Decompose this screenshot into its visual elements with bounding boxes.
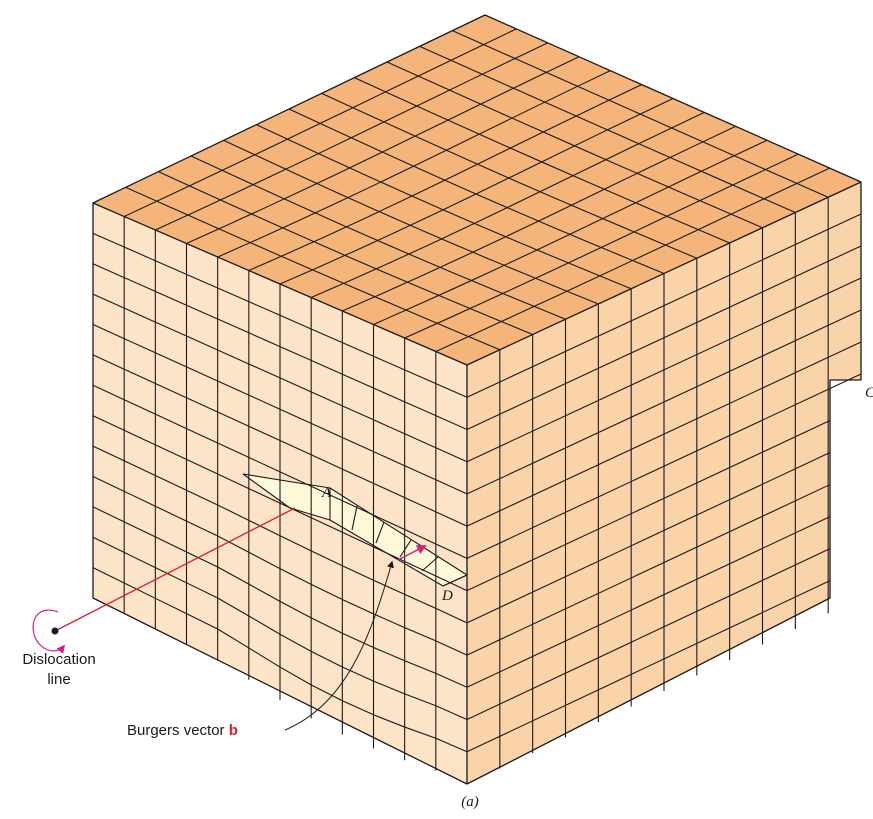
- burgers-vector-label: Burgers vector b: [127, 722, 238, 739]
- label-c: C: [865, 385, 873, 401]
- dislocation-line-label: Dislocation: [22, 651, 95, 668]
- burgers-vector-prefix: Burgers vector: [127, 722, 229, 739]
- dot-icon: [52, 628, 59, 635]
- caption: (a): [461, 794, 479, 810]
- label-d: D: [441, 588, 453, 604]
- circular-arrow-icon: [33, 610, 64, 651]
- burgers-vector-symbol: b: [229, 722, 238, 739]
- label-a: A: [321, 485, 332, 501]
- dislocation-line-label-line2: line: [47, 671, 70, 688]
